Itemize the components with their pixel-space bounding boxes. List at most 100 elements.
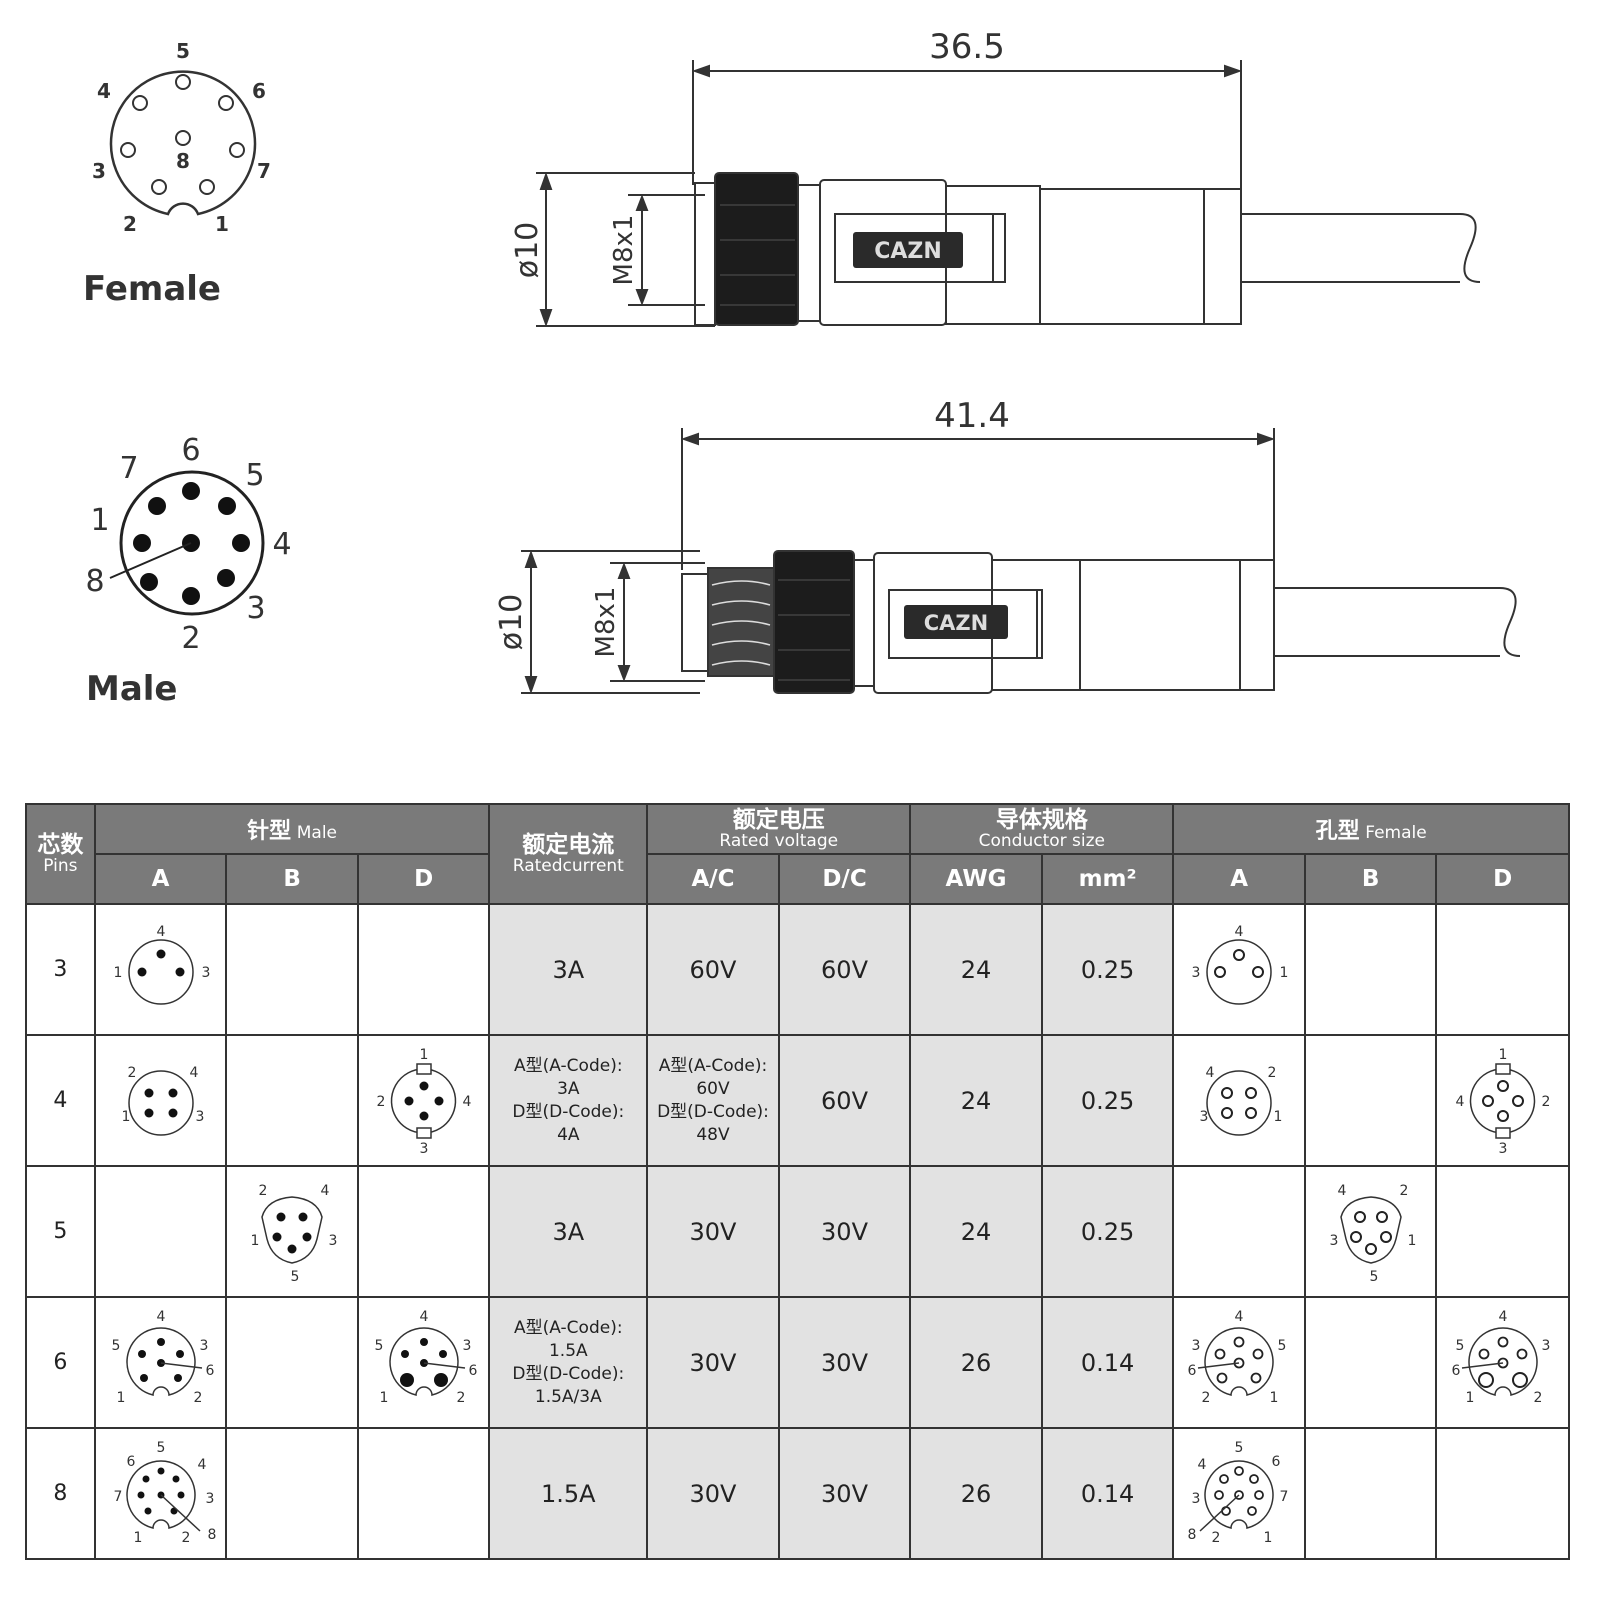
- ac-header: A/C: [646, 853, 780, 905]
- male-d-pinout: 4 5 3 6 1 2: [356, 1296, 491, 1429]
- male-d-empty: [356, 903, 491, 1036]
- pin-label: 8: [207, 1527, 215, 1543]
- female-pin-label: 2: [123, 212, 137, 236]
- pin-label: 2: [1533, 1390, 1542, 1406]
- ac-cell: 30V: [646, 1165, 780, 1298]
- female-face-diagram: 5 6 4 8 3 7 2 1 Female: [83, 39, 271, 309]
- pin-label: 4: [419, 1309, 428, 1325]
- female-pin-label: 6: [252, 79, 266, 103]
- male-a-empty: [93, 1165, 228, 1298]
- male-a-pinout: 4 5 3 6 1 2: [93, 1296, 228, 1429]
- female-d-empty: [1435, 1165, 1570, 1298]
- pin-label: 7: [1280, 1489, 1289, 1505]
- female-a-pinout: 4 2 3 1: [1172, 1034, 1306, 1167]
- connector-spec-table: 芯数 Pins 针型 Male 额定电流 Ratedcurrent 额定电压 R…: [25, 803, 1570, 1560]
- female-d-pinout: 4 5 3 6 1 2: [1435, 1296, 1570, 1429]
- male-face-diagram: 6 7 5 1 4 8 3 2 Male: [85, 433, 291, 709]
- pin-label: 1: [1465, 1390, 1474, 1406]
- pin-label: 1: [1270, 1390, 1279, 1406]
- voltage-header: 额定电压 Rated voltage: [646, 803, 912, 855]
- female-b-pinout: 4 2 3 1 5: [1303, 1165, 1438, 1298]
- male-a-pinout: 5 6 4 7 3 1 2 8: [93, 1427, 228, 1560]
- male-b-empty: [225, 1427, 359, 1560]
- male-connector-side-view: [521, 428, 1521, 694]
- pin-label: 1: [1407, 1233, 1416, 1249]
- female-a-pinout: 5 4 6 3 7 8 2 1: [1172, 1427, 1306, 1560]
- pin-label: 4: [1235, 1309, 1244, 1325]
- pin-label: 2: [127, 1065, 136, 1081]
- male-d-empty: [356, 1427, 491, 1560]
- pin-label: 5: [1235, 1440, 1244, 1456]
- table-row: 3 4 1 3 3A 60V 60V 24 0.25: [25, 903, 1570, 1036]
- pin-label: 4: [156, 924, 165, 940]
- awg-cell: 24: [909, 1165, 1043, 1298]
- male-length-label: 41.4: [934, 396, 1010, 436]
- female-pin-label: 4: [97, 79, 111, 103]
- table-row: 5 2 4 1 3 5 3A 3: [25, 1165, 1570, 1298]
- pin-label: 5: [156, 1440, 165, 1456]
- ac-cell: 30V: [646, 1427, 780, 1560]
- pin-label: 3: [199, 1338, 208, 1354]
- female-d-pinout: 1 4 2 3: [1435, 1034, 1570, 1167]
- connector-drawing: 5 6 4 8 3 7 2 1 Female 6 7 5: [83, 27, 1521, 709]
- male-pin-label: 7: [119, 451, 138, 486]
- current-cell: A型(A-Code): 3A D型(D-Code): 4A: [488, 1034, 649, 1167]
- pin-label: 3: [201, 965, 210, 981]
- pin-label: 1: [133, 1530, 142, 1546]
- pin-label: 5: [1455, 1338, 1464, 1354]
- male-code-b-header: B: [225, 853, 359, 905]
- pin-label: 3: [195, 1109, 204, 1125]
- male-pin-label: 6: [181, 433, 200, 468]
- male-b-empty: [225, 1296, 359, 1429]
- male-pin-label: 4: [272, 527, 291, 562]
- male-title: Male: [86, 669, 178, 709]
- pin-label: 2: [1268, 1065, 1277, 1081]
- pin-label: 5: [291, 1269, 300, 1285]
- pin-label: 1: [1264, 1530, 1273, 1546]
- pin-label: 3: [419, 1141, 428, 1156]
- pin-label: 5: [1369, 1269, 1378, 1285]
- conductor-header: 导体规格 Conductor size: [909, 803, 1175, 855]
- awg-cell: 26: [909, 1427, 1043, 1560]
- female-pin-label: 1: [215, 212, 229, 236]
- female-logo: CAZN: [853, 232, 963, 268]
- table-row: 8 5 6 4 7 3 1 2: [25, 1427, 1570, 1560]
- pin-label: 4: [1206, 1065, 1215, 1081]
- awg-header: AWG: [909, 853, 1043, 905]
- female-a-pinout: 4 3 5 6 2 1: [1172, 1296, 1306, 1429]
- female-code-b-header: B: [1303, 853, 1438, 905]
- pin-label: 3: [329, 1233, 338, 1249]
- mm2-cell: 0.14: [1040, 1296, 1175, 1429]
- female-code-d-header: D: [1435, 853, 1570, 905]
- awg-cell: 24: [909, 1034, 1043, 1167]
- pin-label: 8: [1188, 1527, 1197, 1543]
- male-d-pinout: 1 2 4 3: [356, 1034, 491, 1167]
- current-header: 额定电流 Ratedcurrent: [488, 803, 649, 905]
- pin-label: 4: [1455, 1094, 1464, 1110]
- pin-label: 3: [1192, 965, 1201, 981]
- pins-cell: 5: [25, 1165, 96, 1298]
- current-cell: 3A: [488, 1165, 649, 1298]
- pin-label: 4: [1198, 1457, 1207, 1473]
- pins-header: 芯数 Pins: [25, 803, 96, 905]
- female-thread-label: M8x1: [609, 215, 639, 286]
- male-b-empty: [225, 1034, 359, 1167]
- ac-cell: 60V: [646, 903, 780, 1036]
- pin-label: 1: [419, 1047, 428, 1063]
- pin-label: 1: [1280, 965, 1289, 981]
- pins-cell: 8: [25, 1427, 96, 1560]
- pin-label: 2: [376, 1094, 385, 1110]
- pin-label: 2: [1212, 1530, 1221, 1546]
- mm2-cell: 0.25: [1040, 903, 1175, 1036]
- male-diameter-label: ø10: [494, 594, 529, 651]
- pin-label: 2: [1202, 1390, 1211, 1406]
- pin-label: 6: [1451, 1363, 1460, 1379]
- pin-label: 3: [462, 1338, 471, 1354]
- pin-label: 1: [379, 1390, 388, 1406]
- male-code-d-header: D: [356, 853, 491, 905]
- pin-label: 6: [205, 1363, 214, 1379]
- male-thread-label: M8x1: [591, 587, 621, 658]
- pin-label: 4: [321, 1183, 330, 1199]
- female-header: 孔型 Female: [1172, 803, 1570, 855]
- mm2-cell: 0.14: [1040, 1427, 1175, 1560]
